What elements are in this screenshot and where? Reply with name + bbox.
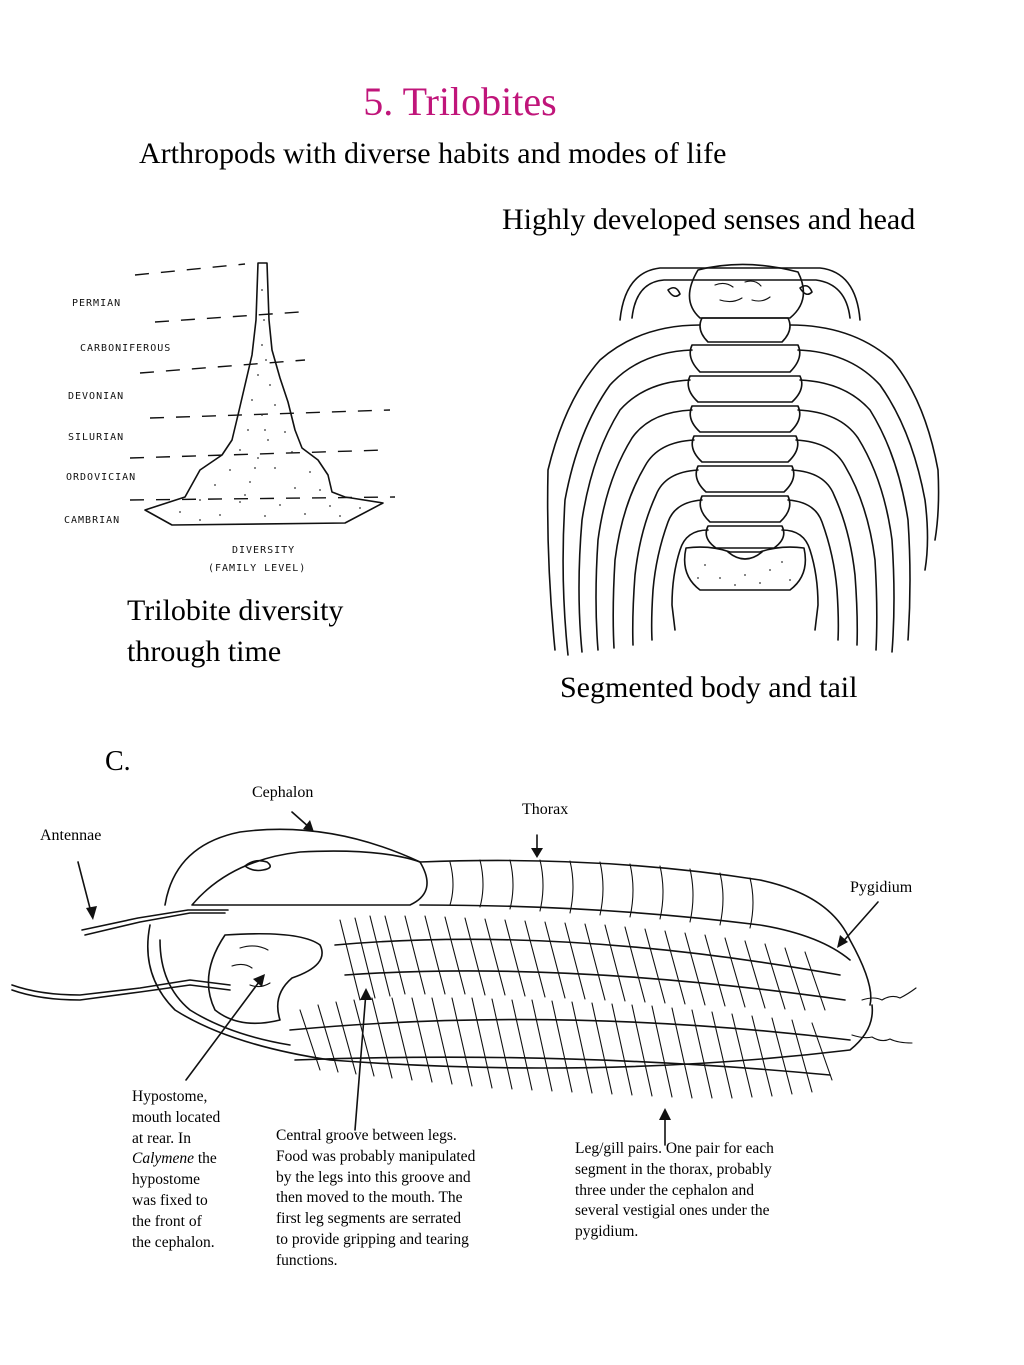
hypostome-note-line: the front of	[132, 1212, 202, 1230]
pygidium-label: Pygidium	[850, 879, 913, 896]
hypostome-note: Hypostome, mouth located at rear. In Cal…	[132, 1087, 220, 1253]
hypostome-note-line: mouth located	[132, 1108, 221, 1126]
part-c-label: C.	[105, 746, 131, 777]
hypostome-note-line: was fixed to	[132, 1191, 208, 1209]
dorsal-leg-row	[334, 915, 846, 1011]
leg-gill-note: Leg/gill pairs. One pair for each segmen…	[575, 1139, 774, 1243]
period-label-devonian: DEVONIAN	[68, 391, 124, 402]
groove-note-line: to provide gripping and tearing	[276, 1230, 469, 1248]
period-label-carboniferous: CARBONIFEROUS	[80, 343, 171, 354]
antennae-label: Antennae	[40, 827, 102, 844]
leg-note-line: Leg/gill pairs. One pair for each	[575, 1140, 774, 1157]
diversity-spindle-diagram: PERMIAN CARBONIFEROUS DEVONIAN SILURIAN …	[64, 262, 396, 574]
groove-note-line: Food was probably manipulated	[276, 1147, 476, 1165]
groove-note-line: functions.	[276, 1251, 338, 1269]
period-label-ordovician: ORDOVICIAN	[66, 472, 136, 483]
trilobite-dorsal-drawing	[546, 263, 940, 656]
groove-note-line: by the legs into this groove and	[276, 1168, 471, 1186]
diversity-stipple	[179, 289, 361, 521]
diversity-axis-sublabel: (FAMILY LEVEL)	[208, 563, 306, 574]
diversity-caption: Trilobite diversity through time	[127, 590, 343, 672]
central-groove-note: Central groove between legs. Food was pr…	[276, 1126, 475, 1272]
page-title: 5. Trilobites	[363, 79, 557, 124]
hypostome-note-line: at rear. In	[132, 1129, 191, 1147]
thorax-axial-rings	[687, 317, 803, 549]
right-pleural-spines	[781, 324, 940, 653]
leg-note-line: pygidium.	[575, 1223, 639, 1241]
thorax-label: Thorax	[522, 801, 569, 818]
left-pleural-spines	[546, 324, 709, 656]
leg-note-line: several vestigial ones under the	[575, 1202, 770, 1220]
diversity-axis-label: DIVERSITY	[232, 545, 295, 556]
head-figure-heading: Highly developed senses and head	[502, 203, 916, 236]
head-figure-caption: Segmented body and tail	[560, 671, 858, 704]
period-label-cambrian: CAMBRIAN	[64, 515, 120, 526]
hypostome-note-line: Calymene the	[132, 1149, 220, 1170]
hypostome-note-line: Hypostome,	[132, 1088, 208, 1105]
hypostome-note-text: the	[193, 1150, 217, 1168]
diversity-caption-line1: Trilobite diversity	[127, 594, 344, 627]
groove-note-line: Central groove between legs.	[276, 1127, 457, 1144]
trilobite-ventral-drawing	[11, 828, 917, 1099]
ventral-leg-row	[289, 997, 851, 1099]
hypostome-note-line: the cephalon.	[132, 1233, 215, 1251]
page-subtitle: Arthropods with diverse habits and modes…	[139, 137, 727, 170]
groove-note-line: then moved to the mouth. The	[276, 1189, 463, 1207]
period-label-permian: PERMIAN	[72, 298, 121, 309]
period-label-silurian: SILURIAN	[68, 432, 124, 443]
hypostome-note-line: hypostome	[132, 1171, 201, 1189]
groove-note-line: first leg segments are serrated	[276, 1210, 462, 1228]
cephalon-label: Cephalon	[252, 784, 314, 801]
leg-note-line: three under the cephalon and	[575, 1181, 755, 1199]
genus-name: Calymene	[132, 1150, 194, 1168]
thorax-segments	[449, 859, 754, 929]
diversity-caption-line2: through time	[127, 635, 282, 668]
leg-note-line: segment in the thorax, probably	[575, 1160, 772, 1178]
label-arrows	[77, 811, 879, 1146]
